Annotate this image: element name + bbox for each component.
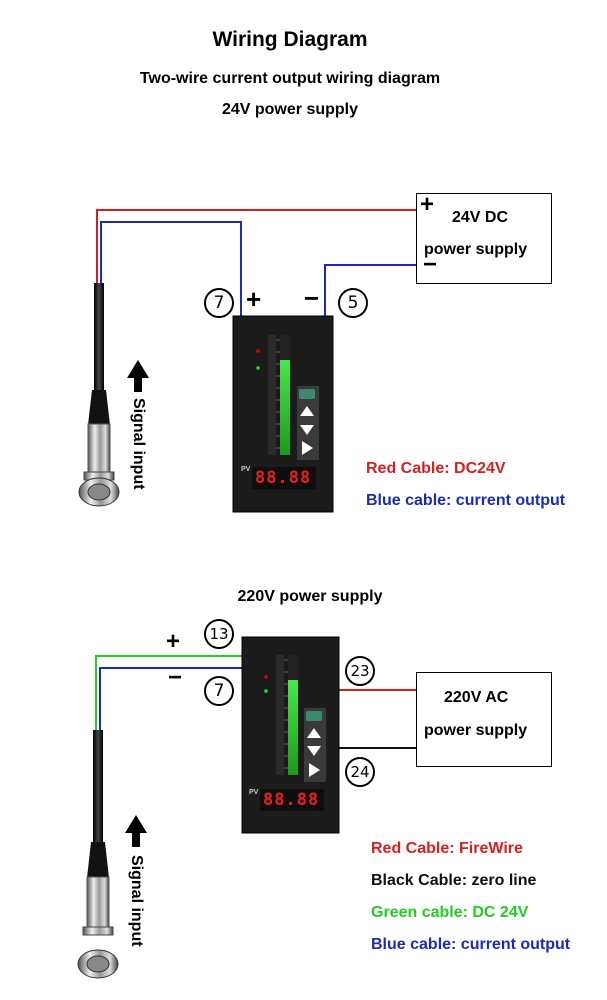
legend-red-cable-1: Red Cable: DC24V [366,460,506,477]
diagram-title: Wiring Diagram [212,28,368,51]
legend-black-cable-2: Black Cable: zero line [371,872,537,889]
minus-sign-2: − [168,664,183,691]
green-wire-2 [95,655,242,732]
terminal-13: 13 [204,619,234,649]
blue-wire-1b [324,264,416,318]
legend-blue-cable-1: Blue cable: current output [366,492,566,509]
meter-1-pv-label: PV [241,466,251,473]
blue-wire-2 [99,667,242,732]
power-supply-220v: 220V AC power supply [416,672,552,767]
blue-wire-1a [100,221,242,318]
terminal-7-top: 7 [204,288,234,318]
plus-sign-2: + [166,628,181,655]
pressure-sensor-2 [77,730,119,979]
psu-24v-line1: 24V DC [452,209,509,226]
terminal-23: 23 [345,656,375,686]
power-supply-24v: + 24V DC power supply − [416,191,552,284]
psu-220v-line1: 220V AC [444,689,509,706]
section-24v-heading: 24V power supply [221,101,359,118]
signal-arrow-1 [127,360,149,392]
terminal-5: 5 [338,288,368,318]
terminal-7-bottom: 7 [204,676,234,706]
display-meter-1 [232,315,334,513]
terminal-5-minus-sign: − [304,283,320,313]
section-220v-heading: 220V power supply [237,588,383,605]
legend-red-cable-2: Red Cable: FireWire [371,840,523,857]
legend-blue-cable-2: Blue cable: current output [371,936,571,953]
meter-2-display-digits: 88.88 [263,790,320,810]
psu-24v-line2: power supply [424,241,528,258]
meter-1-display-digits: 88.88 [255,468,312,488]
red-wire-1 [96,209,416,286]
display-meter-2 [241,636,340,834]
legend-green-cable-2: Green cable: DC 24V [371,904,529,921]
signal-arrow-2 [125,815,147,847]
terminal-24: 24 [345,757,375,787]
signal-input-label-2: Signal input [128,855,145,947]
diagram-subtitle: Two-wire current output wiring diagram [139,70,441,87]
psu-24v-minus: − [423,251,438,278]
terminal-7-plus-sign: + [246,284,262,314]
pressure-sensor-1 [78,283,120,507]
psu-220v-line2: power supply [424,722,528,739]
meter-2-pv-label: PV [249,789,259,796]
psu-24v-plus: + [420,191,435,218]
